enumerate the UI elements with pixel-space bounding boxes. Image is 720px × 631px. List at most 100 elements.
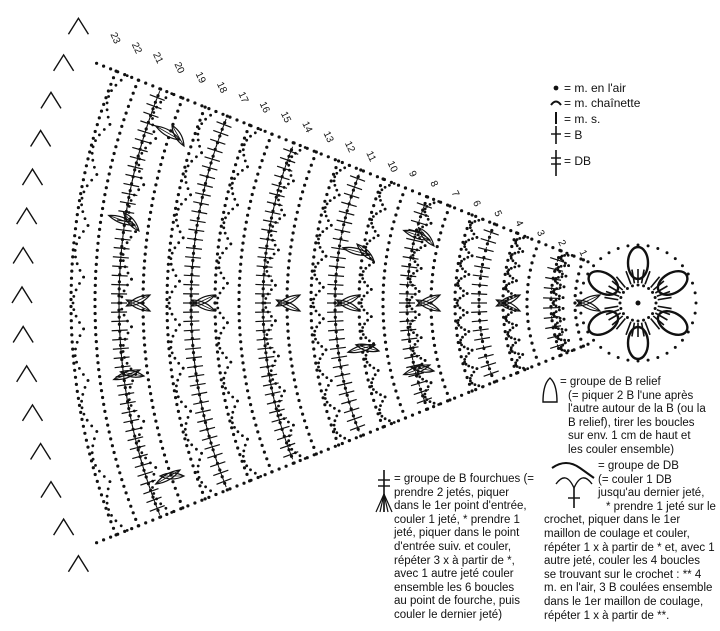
chain-dot xyxy=(558,316,562,320)
chain-dot xyxy=(82,327,85,331)
chain-dot xyxy=(434,252,438,256)
chain-dot xyxy=(105,108,109,112)
chain-dot xyxy=(673,257,677,261)
chain-dot xyxy=(147,385,151,389)
chain-dot xyxy=(236,172,240,176)
stitch-bar xyxy=(277,414,282,425)
chain-dot xyxy=(69,312,73,316)
chain-dot xyxy=(311,262,315,266)
chain-dot xyxy=(328,199,332,203)
chain-dot xyxy=(221,490,225,494)
chain-dot xyxy=(223,398,227,403)
chain-dot xyxy=(371,377,375,381)
chain-dot xyxy=(559,264,563,268)
chain-dot xyxy=(125,529,129,532)
motif-stitch xyxy=(640,322,645,337)
chain-dot xyxy=(151,117,154,120)
chain-dot xyxy=(213,280,218,284)
double-crochet-stitch xyxy=(276,432,293,443)
chain-dot xyxy=(131,379,135,383)
chain-arch xyxy=(222,360,239,403)
chain-dot xyxy=(467,382,472,386)
chain-dot xyxy=(327,219,330,223)
chain-dot xyxy=(226,237,230,240)
chain-dot xyxy=(271,378,275,381)
chain-dot xyxy=(368,172,372,176)
chain-dot xyxy=(219,224,223,228)
chain-dot xyxy=(109,67,113,71)
chain-dot xyxy=(347,163,351,167)
double-crochet-stitch xyxy=(274,423,290,434)
chain-dot xyxy=(237,319,241,323)
chain-dot xyxy=(315,277,319,281)
double-crochet-stitch xyxy=(413,388,430,396)
chain-dot xyxy=(297,203,301,208)
chain-dot xyxy=(196,138,200,142)
chain-dot xyxy=(446,203,450,207)
double-crochet-stitch xyxy=(255,297,271,309)
chain-dot xyxy=(318,281,322,285)
chain-dot xyxy=(140,151,144,155)
leaf-vein xyxy=(403,230,431,241)
motif-stitch xyxy=(605,308,620,316)
chain-dot xyxy=(228,183,232,187)
chain-dot xyxy=(324,214,328,218)
chain-dot xyxy=(443,217,447,221)
relief-leaf-group xyxy=(402,229,432,241)
chain-dot xyxy=(310,333,314,337)
chain-dot xyxy=(466,347,470,351)
chain-dot xyxy=(72,361,76,365)
motif-stitch xyxy=(604,305,619,310)
note-line: = groupe de DB xyxy=(598,460,679,472)
chain-dot xyxy=(473,220,477,223)
stitch-bar xyxy=(285,440,290,451)
motif-stitch xyxy=(657,296,672,301)
chain-dot xyxy=(365,311,369,315)
chain-dot xyxy=(172,92,176,97)
relief-leaf-group xyxy=(275,299,302,312)
chain-dot xyxy=(81,424,85,428)
chain-dot xyxy=(184,433,188,437)
chain-dot xyxy=(354,436,358,440)
chain-dot xyxy=(693,311,697,315)
chain-dot xyxy=(242,368,246,372)
chain-dot xyxy=(240,354,244,358)
chain-dot xyxy=(131,511,135,515)
double-crochet-stitch xyxy=(328,325,345,335)
chain-dot xyxy=(235,118,239,122)
chain-dot xyxy=(237,290,241,294)
row-number: 5 xyxy=(491,209,504,219)
chain-dot xyxy=(557,276,560,279)
chain-dot xyxy=(309,297,313,302)
chain-dot xyxy=(607,351,611,355)
chain-dot xyxy=(287,182,290,186)
chain-dot xyxy=(636,243,640,247)
chain-dot xyxy=(187,450,191,454)
chain-dot xyxy=(286,273,290,277)
chain-dot xyxy=(310,326,314,330)
motif-stitch xyxy=(615,276,626,289)
chain-dot xyxy=(510,244,514,249)
chain-dot xyxy=(95,123,99,127)
stitch-bar xyxy=(342,217,346,227)
chain-dot xyxy=(102,538,106,542)
chain-dot xyxy=(561,296,565,299)
double-crochet-stitch xyxy=(413,210,430,218)
note-line: dans le 1er maillon de coulage, xyxy=(544,595,704,608)
chain-dot xyxy=(174,285,177,288)
chain-dot xyxy=(428,400,432,403)
chain-dot xyxy=(172,509,176,514)
chain-dot xyxy=(103,193,107,197)
chain-dot xyxy=(270,323,274,327)
chain-dot xyxy=(573,308,577,312)
chain-dot xyxy=(277,404,280,408)
picot-point xyxy=(21,167,44,186)
chain-dot xyxy=(142,419,146,423)
chain-dot xyxy=(225,405,229,409)
chain-dot xyxy=(96,241,100,245)
chain-dot xyxy=(270,470,274,474)
chain-dot xyxy=(91,136,95,140)
double-crochet-stitch xyxy=(258,352,275,363)
chain-dot xyxy=(469,223,472,227)
chain-dot xyxy=(337,443,341,447)
